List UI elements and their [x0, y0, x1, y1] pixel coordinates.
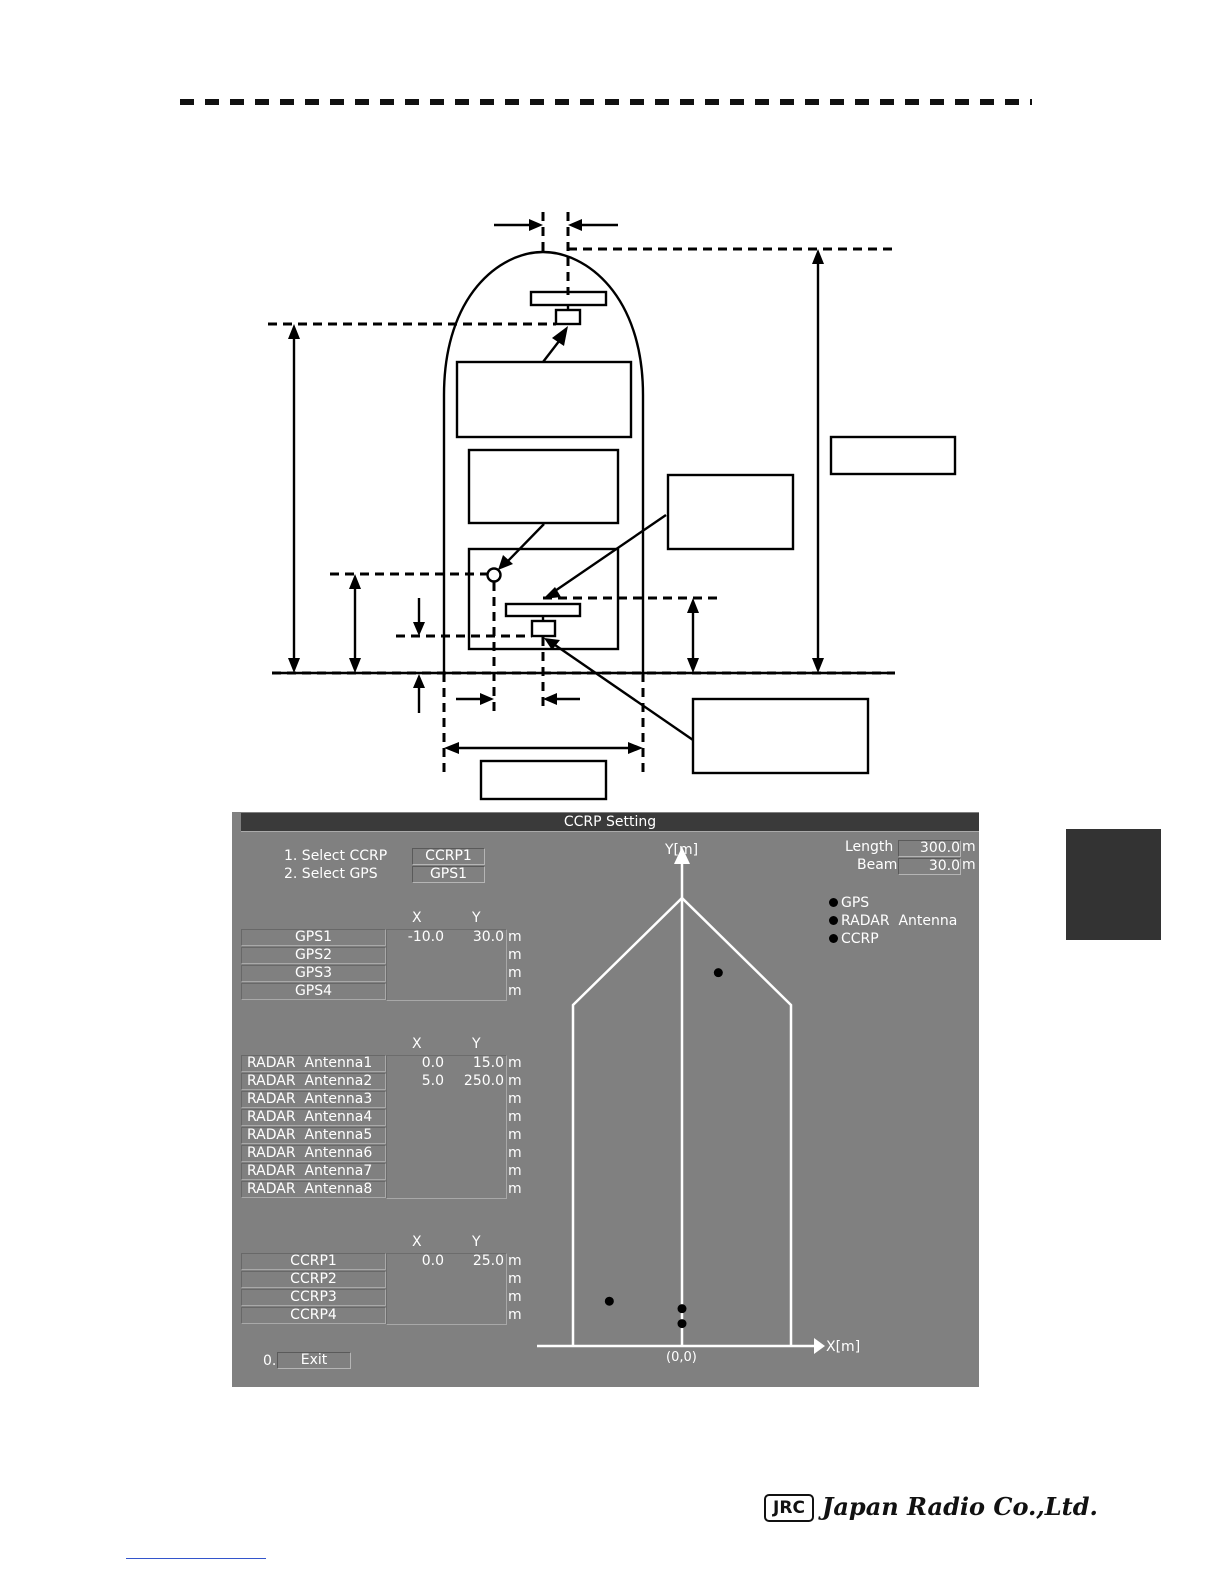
legend-ccrp: CCRP [829, 931, 879, 947]
ccrp-row-label[interactable]: CCRP1 [241, 1253, 386, 1270]
antenna-unit: m [508, 1127, 522, 1143]
gps-unit: m [508, 983, 522, 999]
antenna-row-label[interactable]: RADAR Antenna3 [241, 1091, 386, 1108]
ccrp-unit: m [508, 1253, 522, 1269]
antenna-unit: m [508, 1145, 522, 1161]
gps-col-x: X [412, 910, 422, 926]
select-gps-label: 2. Select GPS [284, 866, 378, 882]
origin-label: (0,0) [666, 1350, 697, 1364]
label-box-2 [467, 448, 620, 525]
exit-button[interactable]: Exit [277, 1352, 351, 1369]
ccrp-row-label[interactable]: CCRP4 [241, 1307, 386, 1324]
gps-y-value[interactable]: 30.0 [472, 929, 504, 945]
antenna-row-label[interactable]: RADAR Antenna2 [241, 1073, 386, 1090]
header-dashed-rule [180, 99, 1032, 105]
antenna-row-label[interactable]: RADAR Antenna6 [241, 1145, 386, 1162]
ccrp-marker [677, 1304, 687, 1314]
legend-radar-antenna: RADAR Antenna [829, 913, 957, 929]
gps-row-label[interactable]: GPS2 [241, 947, 386, 964]
ccrp-unit: m [508, 1289, 522, 1305]
ccrp-point [486, 567, 502, 583]
ship-hull-outline [442, 250, 645, 673]
footer-link-underline [126, 1558, 266, 1559]
ccrp-unit: m [508, 1271, 522, 1287]
antenna-x-value[interactable]: 5.0 [421, 1073, 444, 1089]
gps-marker-icon [829, 898, 838, 907]
beam-label: Beam [857, 857, 898, 873]
select-ccrp-label: 1. Select CCRP [284, 848, 388, 864]
ccrp-marker-icon [829, 934, 838, 943]
antenna-y-value[interactable]: 250.0 [463, 1073, 504, 1089]
ship-plot: Y[m] X[m] (0,0) [537, 842, 860, 1364]
antenna-unit: m [508, 1073, 522, 1089]
ccrp-row-label[interactable]: CCRP3 [241, 1289, 386, 1306]
antenna-marker [713, 968, 723, 978]
antenna-marker-icon [829, 916, 838, 925]
antenna-unit: m [508, 1181, 522, 1197]
antenna-row-label[interactable]: RADAR Antenna1 [241, 1055, 386, 1072]
radar-unit-top [554, 308, 582, 326]
x-axis-label: X[m] [826, 1339, 860, 1355]
length-label: Length [845, 839, 894, 855]
ccrp-unit: m [508, 1307, 522, 1323]
antenna-unit: m [508, 1109, 522, 1125]
ccrp-value-box [386, 1253, 507, 1325]
radar-unit-bottom [530, 619, 557, 638]
length-unit: m [962, 839, 976, 855]
length-field[interactable]: 300.0 [898, 840, 961, 857]
antenna-marker [677, 1319, 687, 1329]
antenna-col-y: Y [472, 1036, 481, 1052]
antenna-unit: m [508, 1163, 522, 1179]
company-name: Japan Radio Co.,Ltd. [822, 1492, 1098, 1521]
gps-marker [604, 1296, 614, 1306]
label-box-length [829, 435, 957, 476]
antenna-col-x: X [412, 1036, 422, 1052]
gps-row-label[interactable]: GPS3 [241, 965, 386, 982]
ccrp-row-label[interactable]: CCRP2 [241, 1271, 386, 1288]
antenna-row-label[interactable]: RADAR Antenna7 [241, 1163, 386, 1180]
beam-field[interactable]: 30.0 [898, 858, 961, 875]
antenna-unit: m [508, 1091, 522, 1107]
ccrp-col-y: Y [472, 1234, 481, 1250]
antenna-x-value[interactable]: 0.0 [421, 1055, 444, 1071]
label-box-beam [479, 759, 608, 801]
gps-row-label[interactable]: GPS1 [241, 929, 386, 946]
y-axis-arrow-icon [674, 847, 690, 864]
label-box-4 [666, 473, 795, 551]
radar-antenna-bottom [504, 602, 582, 618]
gps-col-y: Y [472, 910, 481, 926]
gps-unit: m [508, 947, 522, 963]
ccrp-x-value[interactable]: 0.0 [421, 1253, 444, 1269]
gps-unit: m [508, 929, 522, 945]
y-axis-label: Y[m] [664, 842, 698, 858]
jrc-logo-mark: JRC [764, 1494, 814, 1522]
ccrp-setting-screen: CCRP Setting 1. Select CCRP CCRP1 2. Sel… [232, 812, 979, 1387]
antenna-y-value[interactable]: 15.0 [472, 1055, 504, 1071]
gps-unit: m [508, 965, 522, 981]
window-title: CCRP Setting [241, 813, 979, 832]
x-axis-arrow-icon [814, 1338, 825, 1354]
beam-unit: m [962, 857, 976, 873]
ship-position-diagram [268, 212, 957, 801]
label-box-5 [691, 697, 870, 775]
gps-row-label[interactable]: GPS4 [241, 983, 386, 1000]
antenna-row-label[interactable]: RADAR Antenna8 [241, 1181, 386, 1198]
legend-gps: GPS [829, 895, 869, 911]
antenna-value-box [386, 1055, 507, 1199]
select-ccrp-field[interactable]: CCRP1 [412, 848, 485, 865]
chapter-tab [1066, 829, 1161, 940]
ccrp-y-value[interactable]: 25.0 [472, 1253, 504, 1269]
gps-value-box [386, 929, 507, 1001]
antenna-unit: m [508, 1055, 522, 1071]
gps-x-value[interactable]: -10.0 [407, 929, 444, 945]
label-box-1 [455, 360, 633, 439]
antenna-row-label[interactable]: RADAR Antenna4 [241, 1109, 386, 1126]
exit-number: 0. [263, 1353, 277, 1369]
antenna-row-label[interactable]: RADAR Antenna5 [241, 1127, 386, 1144]
select-gps-field[interactable]: GPS1 [412, 866, 485, 883]
ccrp-col-x: X [412, 1234, 422, 1250]
